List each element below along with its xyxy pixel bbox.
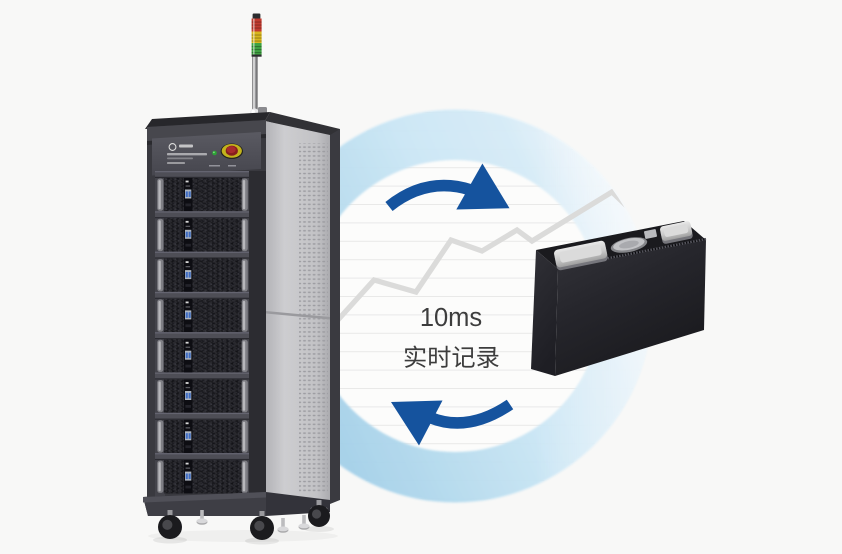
svg-text:10ms: 10ms [420,304,482,332]
